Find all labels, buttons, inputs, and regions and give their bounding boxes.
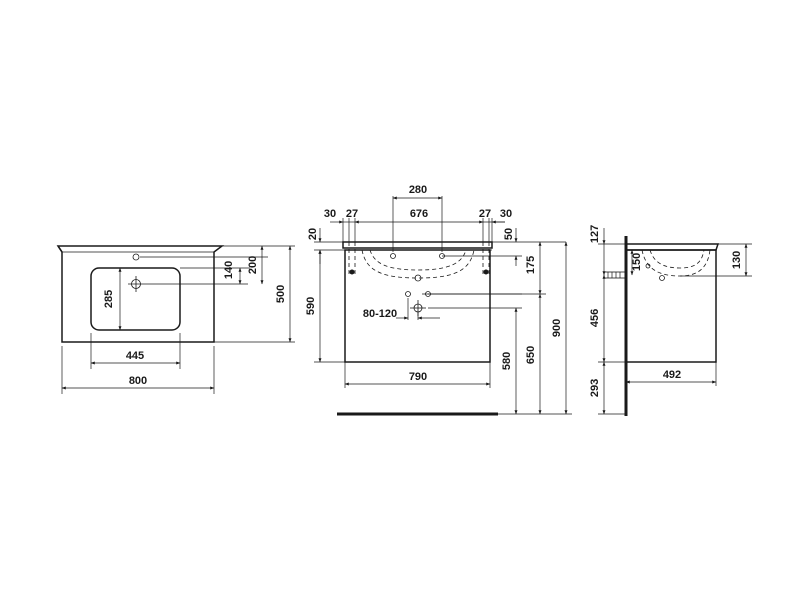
dim-label-27-right: 27 — [479, 208, 491, 220]
dim-label-293: 293 — [589, 379, 601, 397]
dim-label-492: 492 — [663, 369, 681, 381]
dim-label-900: 900 — [551, 319, 563, 337]
dim-label-500: 500 — [275, 285, 287, 303]
dim-label-650: 650 — [525, 346, 537, 364]
dim-label-800: 800 — [129, 375, 147, 387]
front-hidden-bowl — [361, 249, 475, 279]
dim-label-150: 150 — [631, 253, 643, 271]
dim-label-175: 175 — [525, 256, 537, 274]
dim-label-30-left: 30 — [324, 208, 336, 220]
dim-label-445: 445 — [126, 350, 144, 362]
side-cabinet — [625, 249, 717, 363]
front-cabinet — [344, 249, 491, 363]
side-basin-slab — [625, 243, 720, 251]
dim-label-280: 280 — [409, 184, 427, 196]
dim-label-140: 140 — [223, 261, 235, 279]
side-view: 127 456 293 150 130 492 — [589, 225, 752, 416]
dim-label-50: 50 — [503, 228, 515, 240]
dim-label-590: 590 — [305, 297, 317, 315]
front-view: 280 30 27 676 27 30 20 590 50 1 — [305, 184, 572, 416]
dim-label-456: 456 — [589, 309, 601, 327]
bowl-outline — [90, 267, 181, 331]
dim-label-127: 127 — [589, 225, 601, 243]
dim-label-200: 200 — [247, 256, 259, 274]
dim-label-80-120: 80-120 — [363, 308, 397, 320]
top-view: 800 445 285 140 200 500 — [56, 245, 295, 394]
tap-hole — [132, 253, 140, 261]
side-hidden-bowl — [641, 249, 711, 277]
dim-label-790: 790 — [409, 371, 427, 383]
drain-symbol-upper — [414, 274, 422, 282]
dim-label-676: 676 — [410, 208, 428, 220]
basin-top-outline — [56, 245, 225, 343]
dim-label-130: 130 — [731, 251, 743, 269]
side-pipe-stub — [603, 271, 627, 279]
dim-label-27-left: 27 — [346, 208, 358, 220]
dim-label-285: 285 — [103, 290, 115, 308]
dim-label-20: 20 — [307, 228, 319, 240]
front-tap-left — [390, 253, 396, 259]
dim-label-30-right: 30 — [500, 208, 512, 220]
front-basin-slab — [342, 241, 493, 249]
dim-label-580: 580 — [501, 352, 513, 370]
